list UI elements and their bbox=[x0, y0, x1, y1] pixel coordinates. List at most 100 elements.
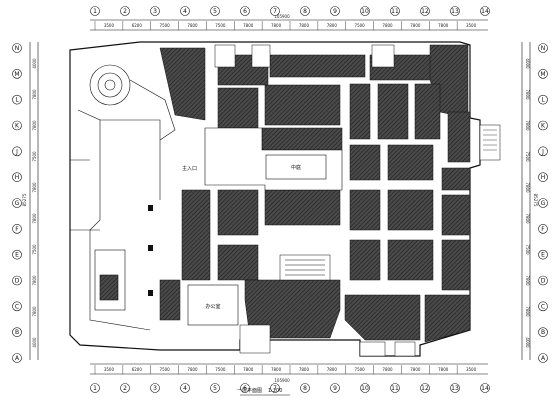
bottom-total-dimension: 105900 bbox=[274, 378, 290, 383]
axis-label: L bbox=[541, 97, 545, 104]
axis-label: 9 bbox=[333, 385, 337, 392]
axis-label: 3 bbox=[153, 385, 157, 392]
dimension-value: 7800 bbox=[382, 23, 393, 28]
axis-label: M bbox=[14, 71, 19, 78]
dimension-value: 7800 bbox=[410, 367, 421, 372]
axis-bubble bbox=[240, 6, 250, 16]
axis-label: 8 bbox=[303, 8, 307, 15]
axis-bubble bbox=[480, 6, 490, 16]
dimension-value: 7800 bbox=[187, 367, 198, 372]
dimension-value: 7800 bbox=[327, 367, 338, 372]
dimension-value: 7800 bbox=[243, 367, 254, 372]
dimension-value: 7500 bbox=[355, 23, 366, 28]
axis-bubble bbox=[180, 6, 190, 16]
dimension-value: 7500 bbox=[160, 367, 171, 372]
column-marker bbox=[148, 290, 153, 296]
dimension-value: 7800 bbox=[438, 23, 449, 28]
axis-bubble bbox=[538, 69, 548, 79]
dimension-value: 7800 bbox=[32, 306, 37, 317]
column-marker bbox=[148, 245, 153, 251]
axis-label: E bbox=[541, 252, 545, 259]
drawing-title-text: 一层平面图 bbox=[237, 388, 262, 394]
axis-bubble bbox=[538, 224, 548, 234]
axis-label: H bbox=[15, 174, 20, 181]
axis-label: K bbox=[541, 123, 546, 130]
axis-label: 11 bbox=[391, 385, 399, 392]
axis-bubble bbox=[270, 6, 280, 16]
dimension-value: 7800 bbox=[271, 367, 282, 372]
axis-label: 7 bbox=[273, 8, 277, 15]
top-dimension-line: 105900 bbox=[90, 14, 488, 31]
axis-label: 14 bbox=[481, 385, 489, 392]
dimension-value: 7800 bbox=[525, 306, 530, 317]
axis-bubble bbox=[480, 383, 490, 393]
axis-bubble bbox=[90, 383, 100, 393]
axis-bubble bbox=[150, 383, 160, 393]
central-atrium: 中庭 bbox=[204, 127, 343, 191]
axis-label: 2 bbox=[123, 385, 127, 392]
drawing-title: 一层平面图 1:200 bbox=[237, 388, 290, 396]
hatched-tenant-areas bbox=[159, 44, 471, 343]
axis-bubble bbox=[150, 6, 160, 16]
axis-bubble bbox=[12, 224, 22, 234]
drawing-scale-text: 1:200 bbox=[268, 388, 282, 394]
dimension-value: 7800 bbox=[525, 275, 530, 286]
dimension-value: 7800 bbox=[32, 120, 37, 131]
axis-label: 14 bbox=[481, 8, 489, 15]
axis-bubble bbox=[300, 383, 310, 393]
axis-bubble bbox=[210, 383, 220, 393]
axis-label: C bbox=[541, 303, 545, 310]
left-total-dimension: 85275 bbox=[22, 193, 27, 206]
dimension-value: 6200 bbox=[132, 367, 143, 372]
axis-bubble bbox=[12, 353, 22, 363]
axis-label: 13 bbox=[451, 8, 459, 15]
dimension-value: 7800 bbox=[243, 23, 254, 28]
axis-bubble bbox=[210, 6, 220, 16]
axis-label: 8 bbox=[303, 385, 307, 392]
dimension-value: 7500 bbox=[525, 244, 530, 255]
axis-label: 5 bbox=[213, 385, 217, 392]
axis-label: K bbox=[15, 123, 20, 130]
dimension-value: 7800 bbox=[410, 23, 421, 28]
dimension-value: 7800 bbox=[271, 23, 282, 28]
axis-bubble bbox=[120, 383, 130, 393]
dimension-value: 7800 bbox=[327, 23, 338, 28]
axis-label: F bbox=[541, 226, 545, 233]
dimension-value: 7800 bbox=[525, 182, 530, 193]
axis-bubble bbox=[538, 146, 548, 157]
atrium-label: 中庭 bbox=[291, 164, 301, 171]
axis-label: 10 bbox=[361, 385, 369, 392]
dimension-value: 7500 bbox=[355, 367, 366, 372]
axis-label: D bbox=[15, 278, 20, 285]
axis-bubble bbox=[90, 6, 100, 16]
dimension-value: 7800 bbox=[438, 367, 449, 372]
axis-bubble bbox=[420, 383, 430, 393]
axis-label: B bbox=[541, 329, 545, 336]
axis-bubble bbox=[180, 383, 190, 393]
dimension-value: 6200 bbox=[132, 23, 143, 28]
entrance-label: 主入口 bbox=[182, 165, 197, 172]
axis-label: G bbox=[15, 200, 20, 207]
axis-bubble bbox=[390, 6, 400, 16]
axis-bubble bbox=[12, 146, 22, 157]
dimension-value: 7500 bbox=[32, 244, 37, 255]
axis-bubble bbox=[12, 43, 22, 53]
dimension-value: 7800 bbox=[32, 89, 37, 100]
dimension-value: 7800 bbox=[32, 213, 37, 224]
dimension-value: 3500 bbox=[466, 23, 477, 28]
dimension-value: 7800 bbox=[32, 275, 37, 286]
stair-core bbox=[214, 44, 501, 357]
axis-label: M bbox=[540, 71, 545, 78]
axis-label: 1 bbox=[93, 385, 97, 392]
dimension-value: 7500 bbox=[160, 23, 171, 28]
axis-bubble bbox=[538, 327, 548, 337]
dimension-value: 3500 bbox=[104, 23, 115, 28]
dimension-value: 7500 bbox=[215, 367, 226, 372]
left-dimension-line: 85275 bbox=[22, 42, 39, 360]
axis-bubble bbox=[450, 6, 460, 16]
